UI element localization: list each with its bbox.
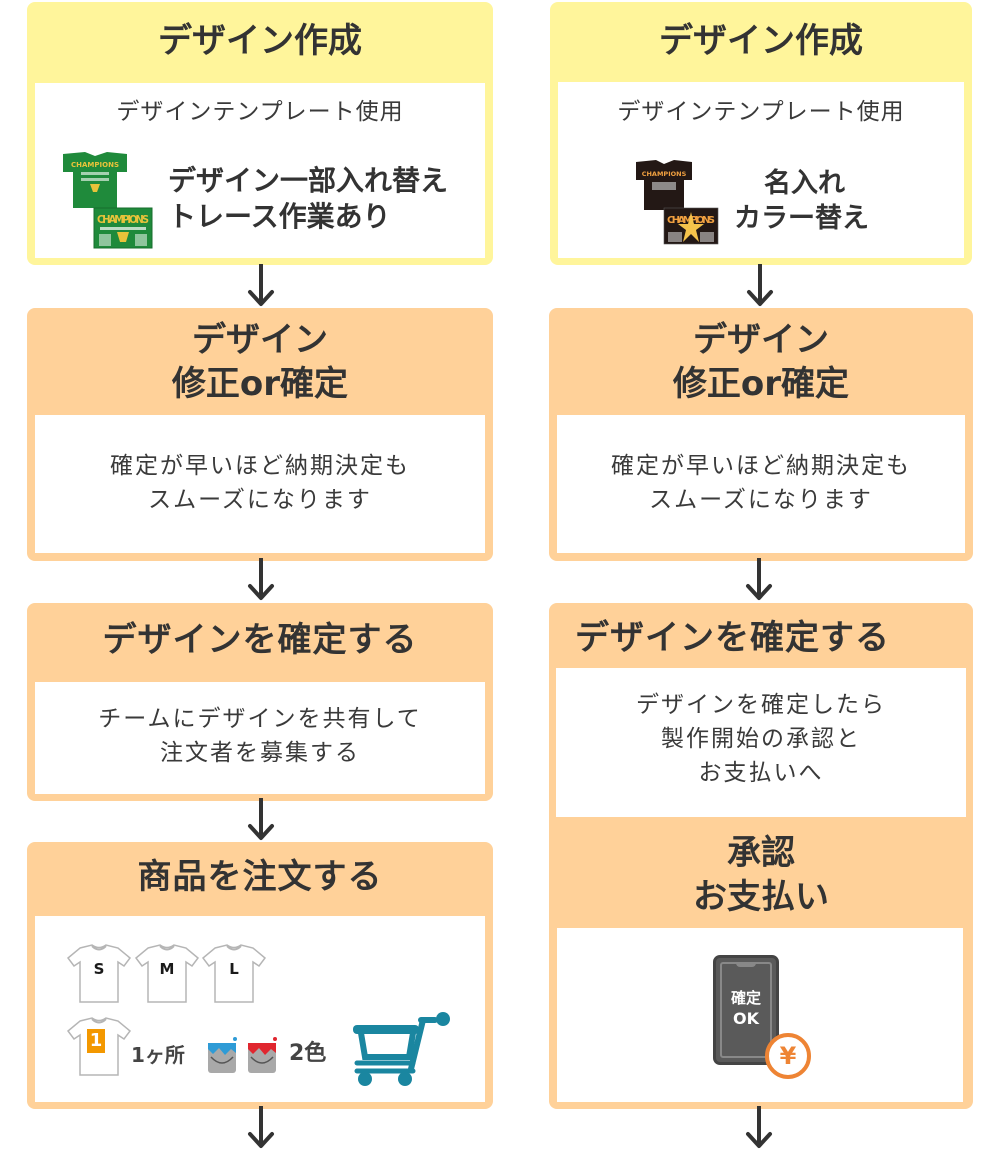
left-step3-body-line1: チームにデザインを共有して	[98, 706, 422, 732]
left-step1-content: デザインテンプレート使用 CHAMPIONS CHAMPIONS デザイン一部入…	[35, 83, 485, 258]
right-step4-title-line2: お支払い	[693, 877, 829, 917]
blue-paint-can-icon	[205, 1037, 239, 1079]
down-arrow-icon	[246, 556, 276, 602]
left-step3-content: チームにデザインを共有して 注文者を募集する	[35, 682, 485, 794]
right-step2-body-line1: 確定が早いほど納期決定も	[611, 453, 911, 479]
yen-coin-icon: ¥	[765, 1033, 811, 1079]
size-m-tshirt-icon: M	[134, 944, 200, 1004]
down-arrow-icon	[246, 1104, 276, 1150]
yen-symbol: ¥	[779, 1042, 797, 1070]
right-step4-title-line1: 承認	[727, 833, 795, 873]
left-step1-desc-line2: トレース作業あり	[168, 200, 391, 233]
left-step3-finalize-design: デザインを確定する チームにデザインを共有して 注文者を募集する	[27, 603, 493, 801]
shopping-cart-icon	[351, 1009, 455, 1091]
right-step1-content: デザインテンプレート使用 CHAMPIONS CHAMPIONS 名入れ カラー…	[558, 82, 964, 258]
left-step2-body-line1: 確定が早いほど納期決定も	[110, 453, 410, 479]
size-s-tshirt-icon: S	[66, 944, 132, 1004]
svg-text:CHAMPIONS: CHAMPIONS	[642, 170, 687, 178]
left-step2-title-line2: 修正or確定	[171, 364, 349, 404]
right-step3-body-line3: お支払いへ	[698, 760, 824, 786]
right-step3-content: デザインを確定したら 製作開始の承認と お支払いへ	[556, 668, 966, 817]
right-step2-title-line2: 修正or確定	[672, 364, 850, 404]
size-m-label: M	[159, 960, 175, 978]
right-step1-desc-line2: カラー替え	[734, 203, 869, 234]
left-step2-body-line2: スムーズになります	[148, 487, 372, 513]
right-step3-finalize-design: デザインを確定する デザインを確定したら 製作開始の承認と お支払いへ 承認 お…	[549, 603, 973, 1109]
green-champions-tshirt-image: CHAMPIONS CHAMPIONS	[55, 150, 155, 250]
print-position-tshirt-icon: 1	[66, 1017, 132, 1077]
right-step4-content: 確定 OK ¥	[557, 928, 963, 1102]
down-arrow-icon	[745, 262, 775, 308]
size-s-label: S	[93, 960, 105, 978]
down-arrow-icon	[744, 1104, 774, 1150]
right-step3-body-line2: 製作開始の承認と	[661, 726, 861, 752]
phone-text-line2: OK	[733, 1009, 759, 1028]
down-arrow-icon	[246, 796, 276, 842]
right-step3-body-line1: デザインを確定したら	[636, 692, 886, 718]
red-paint-can-icon	[245, 1037, 279, 1079]
right-step1-subtitle: デザインテンプレート使用	[617, 99, 905, 125]
right-step2-revise-or-confirm: デザイン 修正or確定 確定が早いほど納期決定も スムーズになります	[549, 308, 973, 561]
left-step1-title: デザイン作成	[158, 21, 362, 61]
right-step1-desc-line1: 名入れ	[764, 168, 845, 199]
left-step2-content: 確定が早いほど納期決定も スムーズになります	[35, 415, 485, 553]
left-step4-order-products: 商品を注文する S M L 1 1ヶ所 2色	[27, 842, 493, 1109]
svg-text:CHAMPIONS: CHAMPIONS	[97, 213, 149, 226]
left-step3-body-line2: 注文者を募集する	[160, 740, 360, 766]
black-champions-tshirt-image: CHAMPIONS CHAMPIONS	[630, 158, 720, 246]
down-arrow-icon	[744, 556, 774, 602]
right-step4-approval-payment: 承認 お支払い 確定 OK ¥	[549, 817, 973, 1109]
right-step2-content: 確定が早いほど納期決定も スムーズになります	[557, 415, 965, 553]
print-position-badge: 1	[89, 1030, 103, 1051]
left-step2-revise-or-confirm: デザイン 修正or確定 確定が早いほど納期決定も スムーズになります	[27, 308, 493, 561]
print-position-label: 1ヶ所	[131, 1043, 185, 1067]
left-step1-design-creation: デザイン作成 デザインテンプレート使用 CHAMPIONS CHAMPIONS …	[27, 2, 493, 265]
left-step1-subtitle: デザインテンプレート使用	[116, 99, 404, 125]
right-step2-body-line2: スムーズになります	[649, 487, 873, 513]
svg-text:CHAMPIONS: CHAMPIONS	[71, 161, 119, 169]
right-step3-title: デザインを確定する	[575, 618, 890, 658]
right-step1-title: デザイン作成	[659, 21, 863, 61]
down-arrow-icon	[246, 262, 276, 308]
right-step2-title-line1: デザイン	[693, 320, 829, 360]
size-l-tshirt-icon: L	[201, 944, 267, 1004]
left-step1-desc-line1: デザイン一部入れ替え	[168, 164, 449, 197]
right-step1-design-creation: デザイン作成 デザインテンプレート使用 CHAMPIONS CHAMPIONS …	[550, 2, 972, 265]
size-l-label: L	[229, 960, 239, 978]
left-step4-title: 商品を注文する	[137, 857, 383, 897]
left-step3-title: デザインを確定する	[102, 620, 418, 660]
left-step4-content: S M L 1 1ヶ所 2色	[35, 916, 485, 1102]
left-step2-title-line1: デザイン	[192, 320, 328, 360]
phone-text-line1: 確定	[730, 989, 761, 1007]
color-count-label: 2色	[289, 1041, 327, 1066]
